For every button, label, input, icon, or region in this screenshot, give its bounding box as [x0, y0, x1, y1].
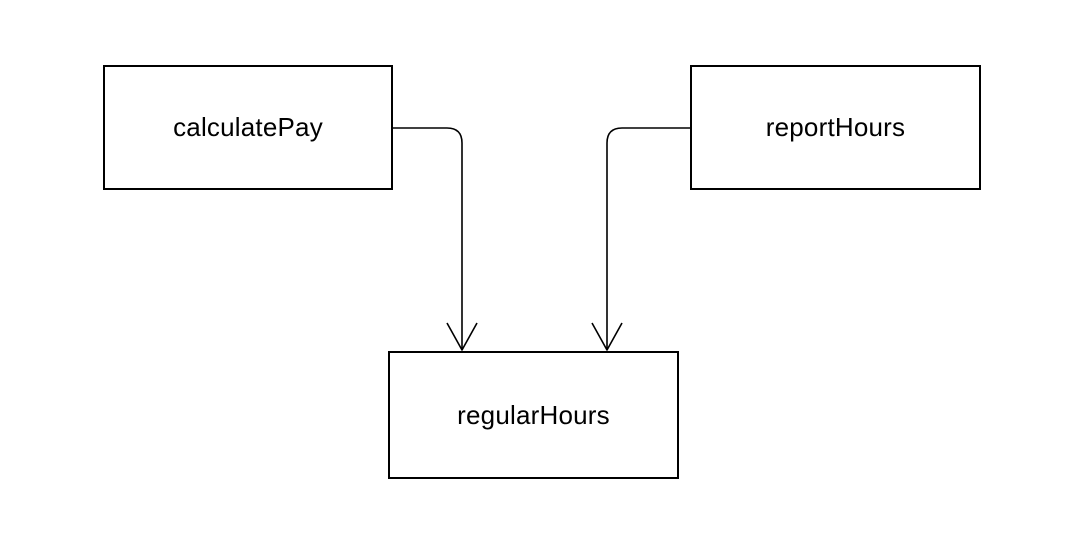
node-calculatepay[interactable]: calculatePay — [103, 65, 393, 190]
node-reporthours-label: reportHours — [765, 112, 906, 142]
node-reporthours[interactable]: reportHours — [690, 65, 981, 190]
arrowhead-icon — [446, 322, 478, 351]
arrowhead-icon — [591, 322, 623, 351]
edge-reporthours-to-regularhours[interactable] — [591, 127, 690, 351]
node-regularhours[interactable]: regularHours — [388, 351, 679, 479]
node-calculatepay-label: calculatePay — [173, 112, 323, 142]
node-regularhours-label: regularHours — [457, 399, 610, 430]
edge-calculatepay-to-regularhours[interactable] — [393, 127, 478, 351]
